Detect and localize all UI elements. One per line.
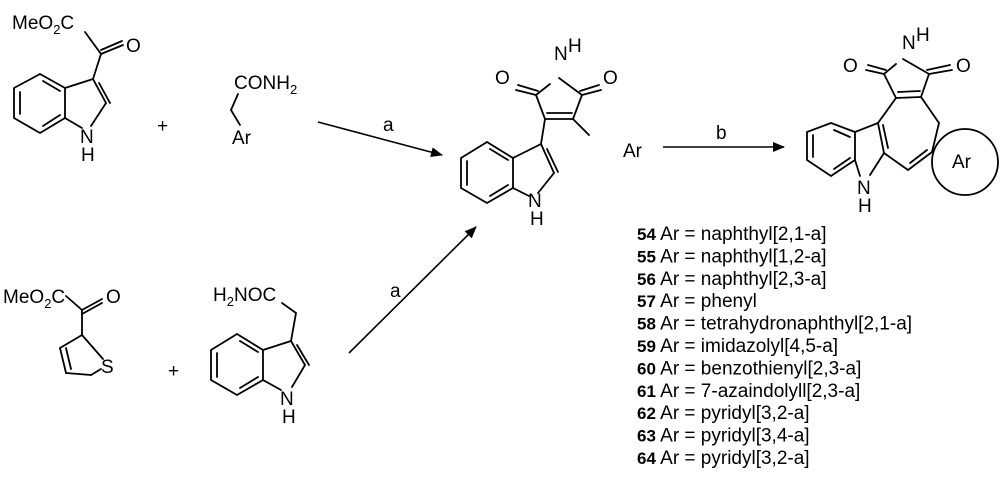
product-carbonyl-oxygen-left: O xyxy=(843,56,858,77)
compound-number: 58 xyxy=(637,315,656,334)
amide-group-label: CONH2 xyxy=(234,73,297,97)
carbonyl-oxygen-left: O xyxy=(495,68,510,89)
indole-nitrogen-label-2: N xyxy=(280,389,294,410)
product-aryl-ring-label: Ar xyxy=(952,152,972,173)
substituent-entry: 59 Ar = imidazolyl[4,5-a] xyxy=(637,336,838,357)
product-carbonyl-oxygen-right: O xyxy=(956,56,971,77)
maleimide-intermediate-structure xyxy=(460,77,602,204)
arylacetamide-structure xyxy=(230,93,241,126)
substituent-entry: 58 Ar = tetrahydronaphthyl[2,1-a] xyxy=(637,314,912,335)
reaction-arrow-a-top xyxy=(317,121,443,158)
sulfur-label: S xyxy=(101,357,114,378)
plus-sign-1: + xyxy=(157,116,168,137)
substituent-entry: 61 Ar = 7-azaindolyll[2,3-a] xyxy=(637,381,860,402)
substituent-entry: 56 Ar = naphthyl[2,3-a] xyxy=(637,269,827,290)
ketone-oxygen-label: O xyxy=(126,36,141,57)
product-indole-hydrogen: H xyxy=(858,196,872,217)
indole-hydrogen-label-2: H xyxy=(282,407,296,428)
compound-number: 59 xyxy=(637,337,656,356)
aryl-label: Ar xyxy=(232,128,252,149)
ester-label-2: MeO2C xyxy=(3,287,65,311)
substituent-entry: 60 Ar = benzothienyl[2,3-a] xyxy=(637,358,861,379)
imide-hydrogen-label: H xyxy=(568,36,582,57)
substituent-description: Ar = imidazolyl[4,5-a] xyxy=(656,336,838,357)
compound-number: 62 xyxy=(637,404,656,423)
compound-number: 56 xyxy=(637,270,656,289)
arrow-label-b: b xyxy=(716,123,727,144)
substituent-description: Ar = benzothienyl[2,3-a] xyxy=(656,358,861,379)
reaction-arrow-a-bottom xyxy=(348,226,477,354)
indole-nitrogen-label: N xyxy=(80,127,94,148)
product-imide-nitrogen: N xyxy=(902,33,916,54)
substituent-description: Ar = naphthyl[2,3-a] xyxy=(656,269,827,290)
substituent-description: Ar = tetrahydronaphthyl[2,1-a] xyxy=(656,314,912,335)
arrow-label-a-top: a xyxy=(383,115,394,136)
indole-acetamide-structure xyxy=(210,302,310,396)
compound-number: 57 xyxy=(637,292,656,311)
substituent-description: Ar = pyridyl[3,4-a] xyxy=(656,426,810,447)
substituent-entry: 63 Ar = pyridyl[3,4-a] xyxy=(637,426,810,447)
ketone-oxygen-label-2: O xyxy=(106,287,121,308)
substituent-entry: 55 Ar = naphthyl[1,2-a] xyxy=(637,246,827,267)
substituent-description: Ar = naphthyl[1,2-a] xyxy=(656,246,827,267)
carbonyl-oxygen-right: O xyxy=(603,68,618,89)
substituent-entry: 54 Ar = naphthyl[2,1-a] xyxy=(637,224,827,245)
substituent-entry: 62 Ar = pyridyl[3,2-a] xyxy=(637,403,810,424)
substituent-list: 54 Ar = naphthyl[2,1-a]55 Ar = naphthyl[… xyxy=(637,224,912,469)
amide-group-label-2: H2NOC xyxy=(213,285,276,309)
thienyl-glyoxylate-structure xyxy=(59,295,104,376)
substituent-description: Ar = pyridyl[3,2-a] xyxy=(656,448,810,469)
compound-number: 60 xyxy=(637,359,656,378)
ester-label: MeO2C xyxy=(12,13,74,37)
product-imide-hydrogen: H xyxy=(916,25,930,46)
substituent-entry: 57 Ar = phenyl xyxy=(637,291,757,312)
intermediate-indole-nitrogen: N xyxy=(528,191,542,212)
imide-nitrogen-label: N xyxy=(554,44,568,65)
intermediate-aryl-label: Ar xyxy=(623,141,643,162)
product-indole-nitrogen: N xyxy=(857,178,871,199)
plus-sign-2: + xyxy=(168,361,179,382)
indolyl-glyoxylate-structure xyxy=(13,31,124,134)
substituent-description: Ar = phenyl xyxy=(656,291,757,312)
substituent-description: Ar = naphthyl[2,1-a] xyxy=(656,224,827,245)
compound-number: 64 xyxy=(637,449,656,468)
compound-number: 61 xyxy=(637,382,656,401)
substituent-entry: 64 Ar = pyridyl[3,2-a] xyxy=(637,448,810,469)
compound-number: 63 xyxy=(637,427,656,446)
product-structure xyxy=(806,58,999,196)
arrow-label-a-bottom: a xyxy=(390,281,401,302)
intermediate-indole-hydrogen: H xyxy=(530,209,544,230)
compound-number: 55 xyxy=(637,247,656,266)
substituent-description: Ar = 7-azaindolyll[2,3-a] xyxy=(656,381,860,402)
substituent-description: Ar = pyridyl[3,2-a] xyxy=(656,403,810,424)
indole-hydrogen-label: H xyxy=(81,145,95,166)
compound-number: 54 xyxy=(637,225,656,244)
